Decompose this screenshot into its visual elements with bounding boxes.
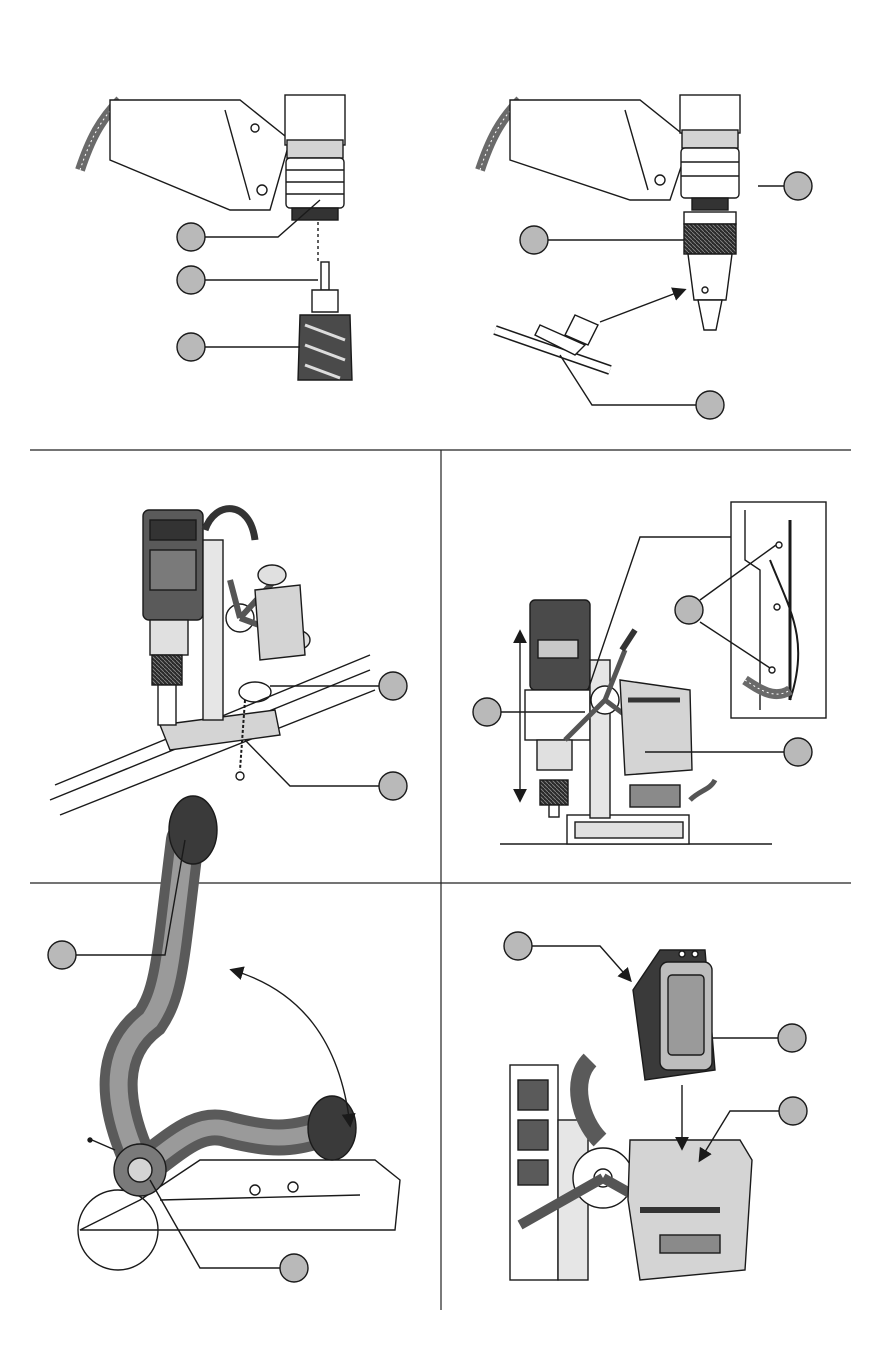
panel-chuck-and-key (480, 95, 812, 419)
insert-arrow (600, 290, 684, 322)
panel-motor-slide-assembly (473, 502, 826, 844)
battery-housing (620, 680, 692, 775)
callout-circle (504, 932, 532, 960)
drill-chuck-body (688, 254, 732, 300)
callout-circle (379, 772, 407, 800)
column (590, 660, 610, 818)
callout-circle (675, 596, 703, 624)
cutter-shank (312, 290, 338, 312)
leader-1 (532, 946, 630, 980)
callout-circle (473, 698, 501, 726)
column (203, 540, 223, 720)
callout-circle (280, 1254, 308, 1282)
drill-chuck-collar (684, 224, 736, 254)
panel-battery-installation (504, 932, 807, 1280)
callout-circle (779, 1097, 807, 1125)
arbor (286, 158, 344, 208)
pilot-pin (321, 262, 329, 290)
battery-housing (255, 585, 305, 660)
panel-cutter-installation (80, 95, 352, 380)
motor-housing (510, 100, 690, 200)
callout-circle (48, 941, 76, 969)
spindle-top (285, 95, 345, 145)
gearbox (525, 690, 590, 740)
motor-housing (110, 100, 290, 210)
panel-safety-chain (50, 509, 407, 815)
callout-circle (784, 172, 812, 200)
callout-circle (784, 738, 812, 766)
callout-circle (696, 391, 724, 419)
leader-2 (245, 740, 380, 786)
callout-circle (177, 333, 205, 361)
feed-handle (579, 1060, 600, 1140)
callout-circle (379, 672, 407, 700)
callout-circle (520, 226, 548, 254)
callout-circle (778, 1024, 806, 1052)
panel-feed-handle-rotation (48, 796, 400, 1282)
callout-circle (177, 266, 205, 294)
chain-loop (239, 682, 271, 702)
arbor (681, 148, 739, 198)
callout-circle (177, 223, 205, 251)
